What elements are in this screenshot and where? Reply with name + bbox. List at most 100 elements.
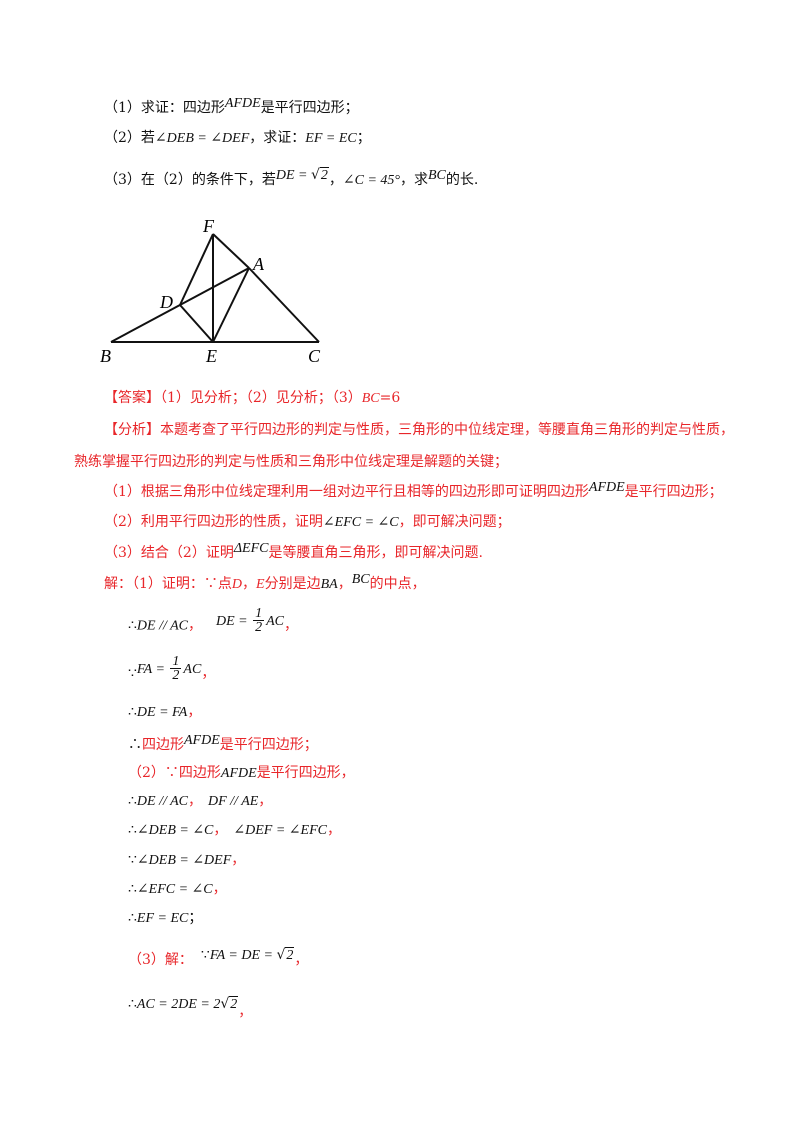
solution-line-13: ∴AC = 2DE = 2√2，: [128, 994, 252, 1020]
label-B: B: [100, 346, 111, 366]
therefore-symbol: ∴: [128, 881, 137, 897]
math-expression: ∠EFC = ∠C: [136, 882, 213, 897]
punctuation: ，: [187, 704, 202, 720]
solution-line-12: （3）解：∵FA = DE = √2，: [128, 947, 308, 971]
numerator: 1: [253, 606, 265, 621]
analysis-line-4: （2）利用平行四边形的性质，证明∠EFC = ∠C，即可解决问题；: [104, 512, 511, 533]
text: ，: [328, 172, 343, 188]
punctuation: ，: [238, 1004, 253, 1020]
radicand: 2: [229, 996, 239, 1012]
segment-DE: [179, 304, 214, 343]
text: 分别是边: [264, 576, 321, 592]
math-expression: DE // AC: [136, 794, 188, 809]
math-expression: ∠DEB = ∠DEF: [154, 131, 250, 146]
math-expression: EF = EC: [136, 911, 189, 926]
therefore-symbol: ∴: [128, 617, 137, 634]
label-F: F: [202, 216, 215, 236]
math-expression: AFDE: [224, 96, 261, 111]
because-symbol: ∵: [128, 852, 137, 868]
analysis-line-2: 熟练掌握平行四边形的判定与性质和三角形中位线定理是解题的关键；: [74, 452, 508, 472]
label-D: D: [159, 292, 173, 312]
math-expression: BC: [351, 572, 370, 587]
punctuation: ，: [258, 793, 273, 809]
therefore-symbol: ∴: [128, 793, 137, 809]
answer-tag: 【答案】: [104, 390, 160, 406]
text: 是等腰直角三角形，即可解决问题.: [268, 545, 483, 561]
text: ，求证：: [249, 130, 306, 146]
sqrt-expression: √2: [220, 996, 239, 1012]
math-expression: ∠EFC = ∠C: [322, 515, 399, 530]
math-expression: AC: [266, 613, 284, 629]
math-expression: BA: [320, 577, 338, 592]
text: （2）∵四边形: [128, 765, 221, 781]
therefore-symbol: ∴: [128, 737, 142, 753]
math-expression: FA =: [136, 661, 169, 677]
label-C: C: [308, 346, 321, 366]
radicand: 2: [319, 167, 329, 183]
math-expression: DE // AC: [136, 618, 188, 634]
math-expression: AC: [183, 661, 202, 677]
punctuation: ，: [231, 852, 246, 868]
solution-line-5: ∴四边形AFDE是平行四边形；: [128, 733, 318, 756]
answer-line: 【答案】（1）见分析；（2）见分析；（3）BC=6: [104, 388, 400, 409]
because-symbol: ∵: [128, 665, 137, 682]
denominator: 2: [255, 620, 263, 635]
question-part-1: （1）求证：四边形AFDE是平行四边形；: [104, 96, 359, 119]
text: ，: [242, 576, 257, 592]
analysis-line-5: （3）结合（2）证明ΔEFC是等腰直角三角形，即可解决问题.: [104, 541, 483, 564]
math-expression: DE =: [216, 613, 252, 629]
geometry-figure: F A D B E C: [100, 216, 321, 366]
text: （2）利用平行四边形的性质，证明: [104, 514, 323, 530]
sqrt-expression: √2: [310, 167, 329, 183]
math-variable: E: [256, 577, 265, 592]
numerator: 1: [170, 654, 182, 669]
segment-AC: [248, 267, 320, 343]
label-E: E: [205, 346, 217, 366]
because-symbol: ∵: [200, 947, 210, 963]
therefore-symbol: ∴: [128, 910, 137, 926]
math-expression: DE = FA: [136, 705, 188, 720]
punctuation: ，: [326, 822, 341, 838]
punctuation: ；: [188, 910, 203, 926]
question-part-2: （2）若∠DEB = ∠DEF，求证：EF = EC；: [104, 128, 371, 149]
text: 熟练掌握平行四边形的判定与性质和三角形中位线定理是解题的关键；: [74, 454, 508, 470]
segment-FA: [212, 233, 250, 269]
math-expression: ∠C = 45°: [342, 173, 400, 188]
solution-line-7: ∴DE // AC，DF // AE，: [128, 791, 272, 812]
math-expression: AFDE: [588, 480, 625, 495]
text: 解：（1）证明：∵点: [104, 576, 232, 592]
part-number: （1）: [104, 100, 141, 116]
text: 求证：四边形: [140, 100, 225, 116]
text: （1）根据三角形中位线定理利用一组对边平行且相等的四边形即可证明四边形: [104, 484, 589, 500]
radicand: 2: [285, 947, 295, 963]
math-expression: AC = 2DE = 2: [136, 997, 221, 1012]
math-expression: DF // AE: [208, 794, 259, 809]
text: =6: [379, 390, 401, 406]
text: 是平行四边形，: [256, 765, 355, 781]
solution-line-4: ∴DE = FA，: [128, 702, 201, 723]
segment-AE: [212, 267, 250, 343]
math-variable: D: [231, 577, 243, 592]
therefore-symbol: ∴: [128, 822, 137, 838]
text: ，即可解决问题；: [398, 514, 511, 530]
math-expression: EF = EC: [305, 131, 357, 146]
punctuation: ，: [284, 617, 298, 634]
solution-line-6: （2）∵四边形AFDE是平行四边形，: [128, 763, 355, 784]
punctuation: ，: [213, 822, 228, 838]
solution-line-9: ∵∠DEB = ∠DEF，: [128, 850, 245, 871]
text: ，求: [400, 172, 428, 188]
text: 是平行四边形；: [219, 737, 318, 753]
punctuation: ，: [188, 617, 202, 634]
therefore-symbol: ∴: [128, 704, 137, 720]
math-expression: AFDE: [220, 766, 257, 781]
segment-FD: [179, 233, 214, 306]
figure-lines: [110, 233, 320, 343]
text: 是平行四边形；: [624, 484, 723, 500]
text: 的中点，: [369, 576, 426, 592]
part-number: （2）: [104, 130, 141, 146]
math-expression: ∠DEB = ∠C: [136, 823, 214, 838]
sqrt-expression: √2: [276, 947, 295, 963]
